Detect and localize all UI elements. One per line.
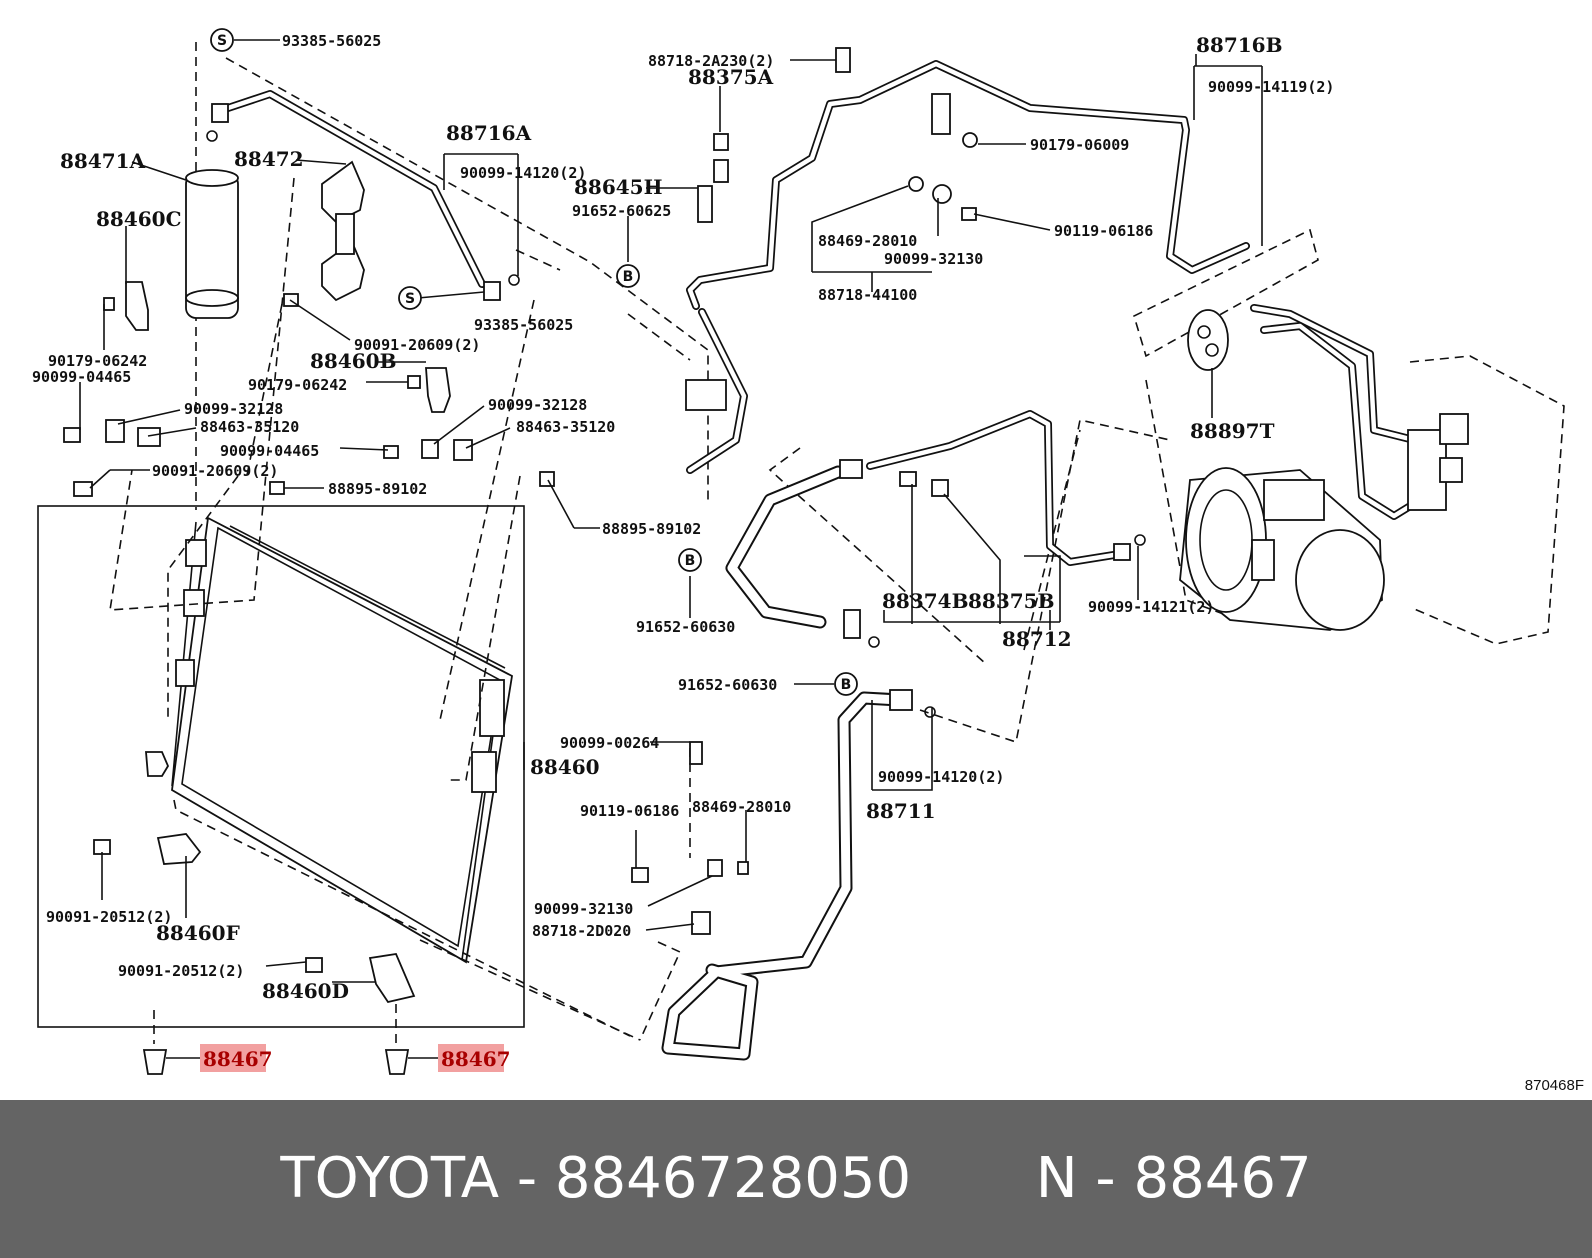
highlight-88467-right	[438, 1044, 504, 1072]
gasket-88897t	[1187, 309, 1229, 371]
label-90099-04465-left: 90099-04465	[32, 368, 131, 386]
svg-text:B: B	[841, 677, 852, 693]
badge-s-1	[210, 28, 234, 52]
label-88711: 88711	[866, 799, 936, 823]
symbol-badges: S S B B B	[210, 28, 858, 696]
label-90099-14121: 90099-14121(2)	[1088, 598, 1214, 616]
leader-lines	[79, 39, 1263, 1059]
label-88645h: 88645H	[574, 175, 662, 199]
figure-code: 870468F	[1525, 1077, 1584, 1094]
bracket-88460b	[425, 367, 451, 413]
ref-code: 88467	[1133, 1146, 1312, 1211]
brand-name: TOYOTA	[280, 1146, 500, 1211]
cushion-88467-right	[384, 1049, 410, 1075]
label-88460f: 88460F	[156, 921, 240, 945]
ref-prefix: N	[1035, 1146, 1078, 1211]
label-90099-32128-right: 90099-32128	[488, 396, 587, 414]
label-88471a: 88471A	[60, 149, 146, 173]
label-93385-56025-top: 93385-56025	[282, 32, 381, 50]
label-90091-20609-mid: 90091-20609(2)	[354, 336, 480, 354]
parts-diagram: S S B B B 93385-56025 88718-2A230(2) 883…	[32, 28, 1584, 1094]
label-88374b: 88374B	[882, 589, 968, 613]
label-88895-89102-left: 88895-89102	[328, 480, 427, 498]
svg-text:S: S	[405, 291, 415, 307]
svg-text:S: S	[217, 33, 227, 49]
badge-s-2	[398, 286, 422, 310]
dryer-bracket	[321, 160, 365, 302]
label-90099-14120-low: 90099-14120(2)	[878, 768, 1004, 786]
label-88897t: 88897T	[1190, 419, 1275, 443]
label-90091-20512-right: 90091-20512(2)	[118, 962, 244, 980]
highlight-88467-left	[200, 1044, 266, 1072]
label-90091-20512-left: 90091-20512(2)	[46, 908, 172, 926]
svg-text:B: B	[623, 269, 634, 285]
label-90179-06009: 90179-06009	[1030, 136, 1129, 154]
condenser-core-inner	[181, 526, 501, 948]
label-88469-28010-top: 88469-28010	[818, 232, 917, 250]
label-90179-06242-mid: 90179-06242	[248, 376, 347, 394]
label-90099-32130-low: 90099-32130	[534, 900, 633, 918]
label-88712: 88712	[1002, 627, 1072, 651]
switch-88718-2a230	[835, 47, 851, 73]
label-88460: 88460	[530, 755, 600, 779]
label-88375b: 88375B	[968, 589, 1054, 613]
part-number: 8846728050	[554, 1146, 912, 1211]
cushion-88467-left	[142, 1049, 168, 1075]
bracket-88460d	[368, 953, 416, 1004]
label-88467-left: 88467	[203, 1047, 273, 1071]
label-88716a: 88716A	[446, 121, 532, 145]
label-90099-14120-top: 90099-14120(2)	[460, 164, 586, 182]
part-info-text: TOYOTA - 8846728050 N - 88467	[0, 1100, 1592, 1258]
badge-b-3	[834, 672, 858, 696]
label-93385-56025-mid: 93385-56025	[474, 316, 573, 334]
label-88460b: 88460B	[310, 349, 396, 373]
part-info-banner: TOYOTA - 8846728050 N - 88467	[0, 1100, 1592, 1258]
svg-text:B: B	[685, 553, 696, 569]
condenser	[37, 505, 525, 1028]
compressor	[1179, 467, 1385, 631]
label-90179-06242-left: 90179-06242	[48, 352, 147, 370]
label-88463-35120-right: 88463-35120	[516, 418, 615, 436]
pipes	[218, 60, 1424, 1061]
components	[63, 47, 1469, 1075]
label-91652-60630-a: 91652-60630	[636, 618, 735, 636]
badge-b-2	[678, 548, 702, 572]
part-labels: 93385-56025 88718-2A230(2) 88375A 88716B…	[32, 32, 1584, 1094]
label-88718-2a230: 88718-2A230(2)	[648, 52, 774, 70]
part-88375a	[713, 133, 729, 151]
label-88716b: 88716B	[1196, 33, 1282, 57]
label-88460c: 88460C	[96, 207, 182, 231]
label-90099-00264: 90099-00264	[560, 734, 659, 752]
label-88718-2d020: 88718-2D020	[532, 922, 631, 940]
bracket-88460c	[125, 281, 149, 331]
label-90099-32130-top: 90099-32130	[884, 250, 983, 268]
spacer	[911, 1146, 1036, 1211]
label-88895-89102-right: 88895-89102	[602, 520, 701, 538]
label-90091-20609-low: 90091-20609(2)	[152, 462, 278, 480]
label-88460d: 88460D	[262, 979, 349, 1003]
separator: -	[1077, 1146, 1134, 1211]
label-88375a: 88375A	[688, 65, 774, 89]
condenser-core	[171, 516, 513, 964]
bracket-88460f	[156, 833, 202, 865]
label-90099-04465-mid: 90099-04465	[220, 442, 319, 460]
label-90099-14119: 90099-14119(2)	[1208, 78, 1334, 96]
label-90119-06186-top: 90119-06186	[1054, 222, 1153, 240]
separator: -	[499, 1146, 555, 1211]
compressor-manifold	[1407, 413, 1469, 511]
label-88469-28010-low: 88469-28010	[692, 798, 791, 816]
label-88472: 88472	[234, 147, 304, 171]
switch-88645h	[697, 185, 713, 223]
badge-b-1	[616, 264, 640, 288]
label-88467-right: 88467	[441, 1047, 511, 1071]
receiver-dryer	[185, 169, 239, 319]
label-90119-06186-low: 90119-06186	[580, 802, 679, 820]
label-90099-32128-left: 90099-32128	[184, 400, 283, 418]
label-91652-60630-b: 91652-60630	[678, 676, 777, 694]
label-91652-60625: 91652-60625	[572, 202, 671, 220]
label-88463-35120-left: 88463-35120	[200, 418, 299, 436]
label-88718-44100: 88718-44100	[818, 286, 917, 304]
